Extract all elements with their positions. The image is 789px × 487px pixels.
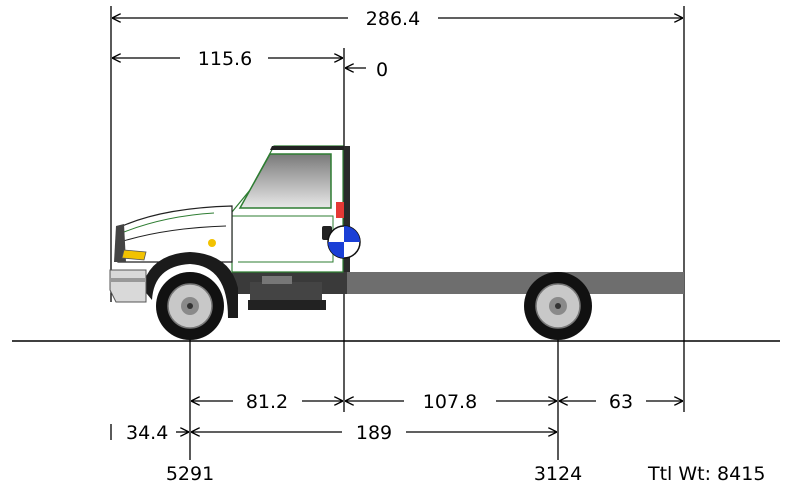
overall-length-label: 286.4 — [366, 8, 420, 30]
truck-illustration — [109, 145, 684, 340]
cab-to-rear-axle-dimension: 107.8 — [345, 391, 557, 413]
front-axle-weight: 5291 — [166, 463, 214, 485]
total-weight: Ttl Wt: 8415 — [647, 463, 765, 485]
rear-wheel — [524, 272, 592, 340]
headlight — [121, 249, 147, 261]
rear-axle-weight: 3124 — [534, 463, 582, 485]
front-bumper — [109, 269, 147, 303]
wheelbase-dimension: 189 — [191, 422, 557, 444]
front-overhang-dimension: 34.4 — [126, 422, 189, 444]
front-axle-to-cab-label: 81.2 — [246, 391, 288, 413]
wheelbase-label: 189 — [356, 422, 392, 444]
front-axle-to-cab-dimension: 81.2 — [191, 391, 343, 413]
overall-length-dimension: 286.4 — [112, 8, 683, 30]
center-of-gravity-marker-icon — [327, 225, 361, 259]
rear-overhang-label: 63 — [609, 391, 633, 413]
cab-to-rear-axle-label: 107.8 — [423, 391, 477, 413]
bumper-to-cab-dimension: 115.6 — [112, 48, 343, 70]
bumper-to-cab-label: 115.6 — [198, 48, 252, 70]
cab-back-wall — [340, 146, 350, 272]
cab-reference-label: 0 — [376, 59, 388, 81]
rear-overhang-dimension: 63 — [559, 391, 683, 413]
cab-reference-dimension: 0 — [345, 59, 388, 81]
front-wheel — [156, 272, 224, 340]
front-overhang-label: 34.4 — [126, 422, 168, 444]
front-fender — [142, 252, 238, 318]
hood — [117, 205, 233, 263]
cab-window — [238, 153, 332, 209]
tail-light — [336, 202, 344, 218]
